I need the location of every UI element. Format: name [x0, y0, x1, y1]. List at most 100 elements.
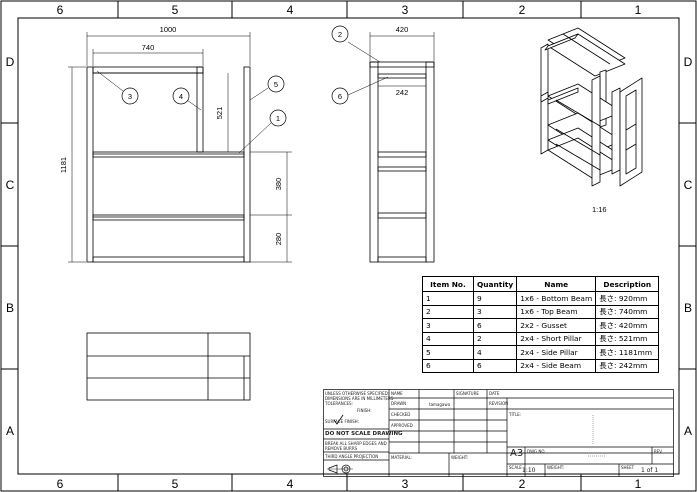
dwg-no-label: DWG NO.: [527, 449, 546, 454]
bom-cell: 6: [472, 358, 518, 373]
bom-cell: 4: [472, 345, 518, 360]
weight-label: WEIGHT:: [451, 455, 469, 460]
zone-col-6-bottom: 6: [57, 477, 64, 491]
side-beam-lower: [377, 212, 427, 219]
zone-row-d-right: D: [684, 55, 693, 69]
side-dimension-labels: 420 242: [396, 25, 409, 97]
zone-row-a-right: A: [684, 424, 692, 438]
zone-row-a-left: A: [6, 424, 14, 438]
balloon-1-label: 1: [276, 114, 280, 123]
zone-col-1-top: 1: [635, 3, 642, 17]
dim-lower-section: 280: [274, 233, 283, 246]
iso-scale-label: 1:16: [592, 205, 607, 214]
side-view: [347, 32, 435, 263]
row-checked: CHECKED: [391, 412, 411, 417]
material-label: MATERIAL:: [391, 455, 413, 460]
front-mid-beam: [92, 151, 245, 158]
front-right-pillar: [243, 66, 251, 263]
tolerance-note-line: TOLERANCES:: [325, 401, 353, 406]
bom-cell: 長さ: 920mm: [595, 291, 660, 306]
dim-short-pillar: 521: [215, 107, 224, 120]
side-beam-bottom: [377, 256, 427, 263]
balloon-6-label: 6: [338, 92, 342, 101]
rev-label: REV.: [654, 449, 663, 454]
break-edges-line: REMOVE BURRS: [325, 446, 358, 451]
bom-header-name: Name: [516, 276, 597, 292]
bom-cell: 長さ: 1181mm: [595, 345, 660, 360]
side-right-pillar: [425, 61, 435, 263]
side-beam-top: [377, 73, 427, 79]
bom-header-description: Description: [595, 276, 660, 292]
zone-col-5-top: 5: [172, 3, 179, 17]
zone-col-3-top: 3: [402, 3, 409, 17]
dim-upper-section: 380: [274, 178, 283, 191]
front-balloons: 3 4 5 1: [121, 75, 287, 127]
zone-row-c-right: C: [684, 178, 693, 192]
front-dimension-labels: 1000 740 521 1181 380 280: [59, 25, 283, 245]
side-top-beam: [369, 61, 435, 68]
do-not-scale-label: DO NOT SCALE DRAWING: [325, 431, 403, 437]
balloon-2: [331, 25, 349, 43]
dim-overall-height: 1181: [59, 157, 68, 173]
tolerance-note-line: UNLESS OTHERWISE SPECIFIED:: [325, 391, 390, 396]
plan-outline: [86, 332, 251, 401]
balloon-5-label: 5: [274, 80, 278, 89]
zone-col-4-bottom: 4: [287, 477, 294, 491]
dim-overall-width: 1000: [160, 25, 177, 34]
bom-header-item-no: Item No.: [422, 276, 474, 292]
zone-col-2-top: 2: [519, 3, 526, 17]
zone-col-1-bottom: 1: [635, 477, 642, 491]
weight-label-bottom: WEIGHT:: [547, 465, 565, 470]
header-date: DATE: [489, 391, 500, 396]
zone-col-3-bottom: 3: [402, 477, 409, 491]
bom-cell: 長さ: 420mm: [595, 318, 660, 333]
scale-label: SCALE: [509, 465, 522, 470]
sheet-size: A3: [510, 448, 524, 459]
title-block-grid: [323, 389, 674, 477]
bom-cell: 9: [472, 291, 518, 306]
zone-labels: 6 5 4 3 2 1 6 5 4 3 2 1 D C B A D C B A: [6, 3, 693, 491]
balloon-1: [269, 109, 287, 127]
row-approved: APPROVED: [391, 423, 413, 428]
row-drawn: DRAWN: [391, 401, 407, 406]
side-beam-mid: [377, 151, 427, 158]
isometric-view: [540, 27, 643, 187]
front-left-pillar: [86, 66, 94, 263]
balloon-4: [172, 87, 190, 105]
break-edges-line: BREAK ALL SHARP EDGES AND: [325, 441, 387, 446]
bom-cell: 3: [472, 304, 518, 319]
bom-cell: 6: [422, 358, 474, 373]
bom-cell: 長さ: 521mm: [595, 331, 660, 346]
bom-cell: 6: [472, 318, 518, 333]
drawn-name: tamagawa: [429, 402, 451, 407]
zone-row-c-left: C: [6, 178, 15, 192]
bom-cell: 2x4 - Side Beam: [516, 358, 597, 373]
header-name: NAME: [391, 391, 403, 396]
front-view: [68, 32, 292, 263]
bom-cell: 2x4 - Short Pillar: [516, 331, 597, 346]
sheet-number: 1 of 1: [641, 467, 659, 474]
zone-col-2-bottom: 2: [519, 477, 526, 491]
front-bottom-beam: [92, 256, 245, 263]
dim-depth: 420: [396, 25, 409, 34]
zone-row-b-left: B: [6, 301, 14, 315]
bom-header-row: Item No. Quantity Name Description: [422, 276, 660, 292]
bom-cell: 2: [472, 331, 518, 346]
bom-cell: 2x4 - Side Pillar: [516, 345, 597, 360]
side-balloons: 2 6: [331, 25, 349, 105]
surface-finish-label: SURFACE FINISH:: [325, 419, 359, 424]
bom-header-quantity: Quantity: [472, 276, 518, 292]
bom-cell: 1x6 - Bottom Beam: [516, 291, 597, 306]
zone-col-5-bottom: 5: [172, 477, 179, 491]
balloon-5: [267, 75, 285, 93]
bom-cell: 5: [422, 345, 474, 360]
scale-value: 1:10: [522, 467, 536, 474]
